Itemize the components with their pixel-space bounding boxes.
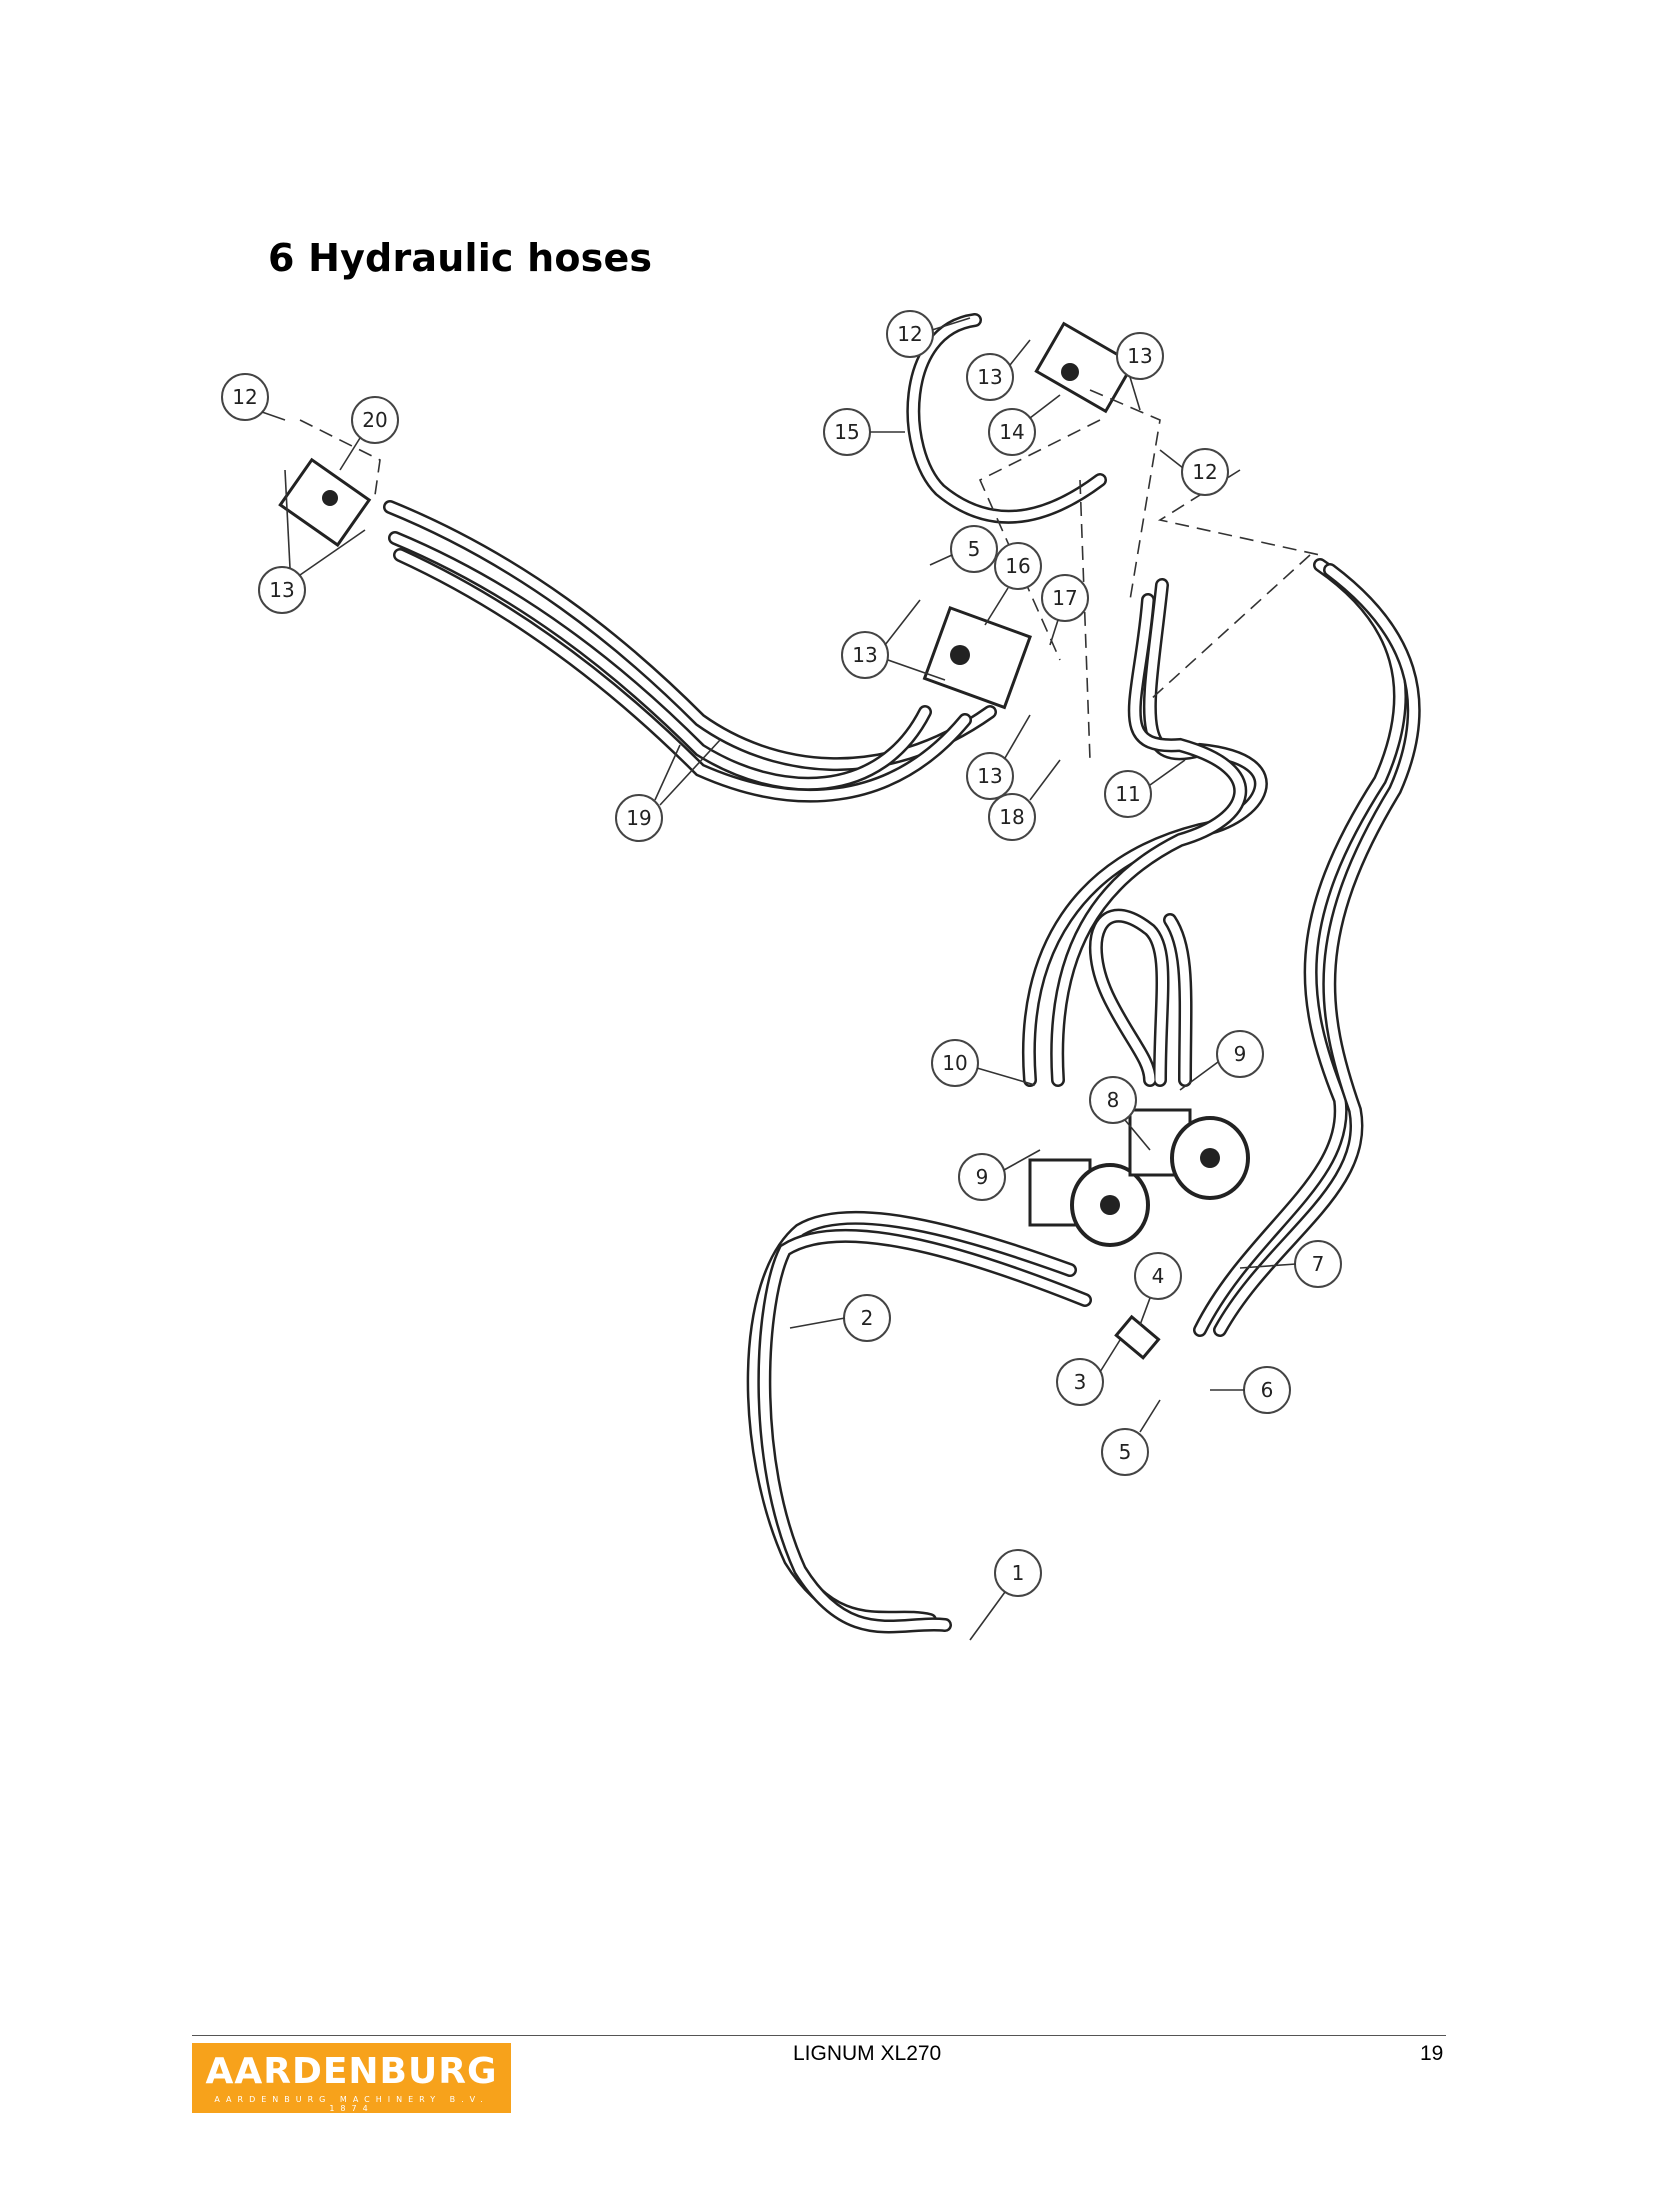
callout-14: 14 [988, 394, 1061, 456]
svg-text:12: 12 [1192, 460, 1217, 484]
svg-text:14: 14 [999, 420, 1024, 444]
svg-text:16: 16 [1005, 554, 1030, 578]
svg-text:20: 20 [362, 408, 387, 432]
callout-5-upper: 5 [929, 525, 998, 573]
callout-17: 17 [1041, 574, 1089, 646]
callout-10: 10 [931, 1039, 1036, 1087]
svg-text:11: 11 [1115, 782, 1140, 806]
valve-16 [922, 605, 1032, 710]
svg-text:5: 5 [968, 537, 981, 561]
callout-11: 11 [1104, 759, 1186, 818]
hose-15 [906, 313, 1107, 524]
callout-4: 4 [1134, 1252, 1182, 1326]
logo-tagline: AARDENBURG MACHINERY B.V. 1874 [214, 2095, 489, 2113]
callout-18: 18 [988, 759, 1061, 841]
motor-8-left [1028, 1158, 1150, 1247]
svg-text:18: 18 [999, 805, 1024, 829]
svg-text:13: 13 [852, 643, 877, 667]
aardenburg-logo: AARDENBURG AARDENBURG MACHINERY B.V. 187… [192, 2043, 511, 2113]
hose-11 [1022, 578, 1268, 1087]
callout-9-right: 9 [1179, 1030, 1264, 1091]
svg-text:12: 12 [232, 385, 257, 409]
callout-6: 6 [1210, 1366, 1291, 1414]
svg-text:3: 3 [1074, 1370, 1087, 1394]
svg-text:19: 19 [626, 806, 651, 830]
svg-text:4: 4 [1152, 1264, 1165, 1288]
logo-wordmark: AARDENBURG [205, 2051, 498, 2092]
svg-text:2: 2 [861, 1306, 874, 1330]
section-title: 6 Hydraulic hoses [268, 236, 653, 280]
svg-text:13: 13 [269, 578, 294, 602]
footer-divider [192, 2035, 1446, 2036]
svg-text:17: 17 [1052, 586, 1077, 610]
hose-7 [1193, 558, 1421, 1337]
callout-16: 16 [984, 542, 1042, 626]
callout-13-right: 13 [1116, 332, 1164, 411]
callout-1: 1 [969, 1549, 1042, 1641]
callout-15: 15 [823, 408, 905, 456]
callout-12-left: 12 [221, 373, 286, 421]
svg-text:9: 9 [976, 1165, 989, 1189]
callout-20: 20 [339, 396, 399, 471]
callout-12-top: 12 [886, 310, 971, 358]
callout-2: 2 [789, 1294, 891, 1342]
motor-8-right [1128, 1108, 1250, 1200]
hose-2-and-1 [746, 1210, 1092, 1634]
callout-8: 8 [1089, 1076, 1151, 1151]
callouts: 1 2 3 4 5 5 6 7 8 9 9 10 11 12 12 12 13 … [221, 310, 1342, 1641]
callout-13-left: 13 [258, 469, 366, 614]
hose-19-bundle [383, 500, 997, 803]
callout-13-top: 13 [966, 339, 1031, 401]
svg-text:13: 13 [977, 365, 1002, 389]
callout-3: 3 [1056, 1339, 1121, 1406]
valve-20 [278, 457, 372, 548]
valve-14 [1034, 321, 1136, 414]
callout-7: 7 [1239, 1240, 1342, 1288]
footer-model-name: LIGNUM XL270 [793, 2042, 942, 2065]
hose-9 [1089, 908, 1193, 1087]
svg-text:10: 10 [942, 1051, 967, 1075]
svg-text:15: 15 [834, 420, 859, 444]
svg-text:12: 12 [897, 322, 922, 346]
svg-text:13: 13 [977, 764, 1002, 788]
callout-19: 19 [615, 739, 721, 842]
svg-text:6: 6 [1261, 1378, 1274, 1402]
svg-text:1: 1 [1012, 1561, 1025, 1585]
svg-text:9: 9 [1234, 1042, 1247, 1066]
svg-text:13: 13 [1127, 344, 1152, 368]
callout-13-center: 13 [966, 714, 1031, 800]
svg-text:5: 5 [1119, 1440, 1132, 1464]
fitting-4 [1114, 1314, 1161, 1360]
callout-9-left: 9 [958, 1149, 1041, 1201]
page-number: 19 [1420, 2042, 1444, 2065]
dashed-guides [299, 389, 1321, 761]
svg-text:7: 7 [1312, 1252, 1325, 1276]
callout-13-center-top: 13 [841, 599, 946, 681]
callout-12-right: 12 [1159, 448, 1229, 496]
callout-5-lower: 5 [1101, 1399, 1161, 1476]
svg-text:8: 8 [1107, 1088, 1120, 1112]
